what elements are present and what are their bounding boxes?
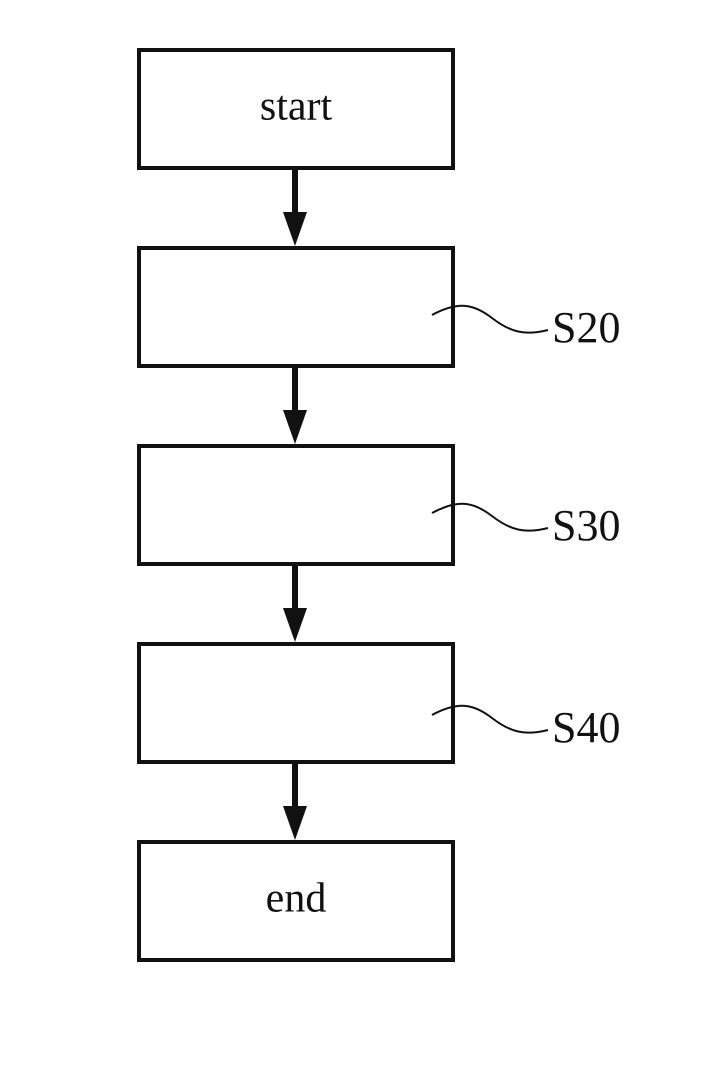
step-s20-ref: S20 (552, 303, 620, 352)
step-s40: S40 (139, 644, 620, 762)
step-s30-box (139, 446, 453, 564)
arrow-start-to-s20 (283, 170, 307, 246)
step-s30: S30 (139, 446, 620, 564)
step-s40-box (139, 644, 453, 762)
step-s30-ref: S30 (552, 501, 620, 550)
step-start: start (139, 50, 453, 168)
step-end: end (139, 842, 453, 960)
arrow-s30-to-s40 (283, 566, 307, 642)
step-s20: S20 (139, 248, 620, 366)
step-s40-ref: S40 (552, 703, 620, 752)
step-start-label: start (260, 84, 333, 130)
arrow-s40-to-end (283, 764, 307, 840)
step-s20-box (139, 248, 453, 366)
step-end-label: end (266, 876, 327, 922)
arrow-s20-to-s30 (283, 368, 307, 444)
